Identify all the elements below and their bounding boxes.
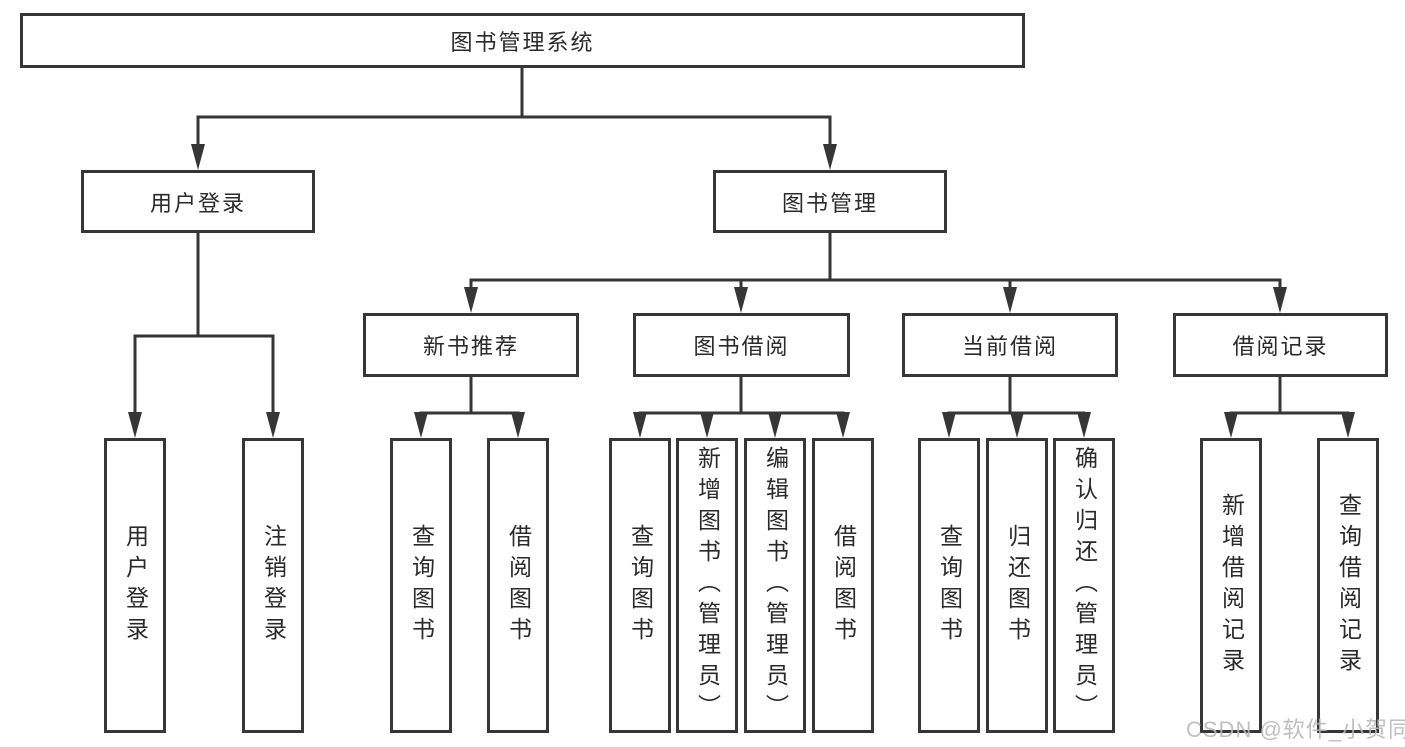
node-user-login: 用户登录 (81, 170, 315, 233)
node-borrow-books-leaf: 借阅图书 (812, 438, 874, 733)
node-query-borrow-record: 查询借阅记录 (1317, 438, 1379, 733)
node-label: 归还图书 (1004, 523, 1031, 648)
node-label: 确认归还（管理员） (1071, 446, 1098, 725)
csdn-watermark: CSDN @软件_小贺同学 (1186, 717, 1405, 742)
node-book-borrowing: 图书借阅 (633, 313, 850, 377)
node-borrowing-records: 借阅记录 (1173, 313, 1388, 377)
node-label: 查询图书 (627, 523, 654, 648)
node-label: 新增图书（管理员） (694, 446, 721, 725)
node-label: 查询借阅记录 (1335, 492, 1362, 679)
node-add-borrow-record: 新增借阅记录 (1200, 438, 1262, 733)
node-new-book-recommend: 新书推荐 (363, 313, 579, 377)
node-query-books-recommend: 查询图书 (390, 438, 452, 733)
node-query-books-current: 查询图书 (918, 438, 980, 733)
node-current-borrowing: 当前借阅 (902, 313, 1118, 377)
node-label: 借阅图书 (505, 523, 532, 648)
node-label: 注销登录 (260, 523, 287, 648)
node-book-management: 图书管理 (713, 170, 947, 233)
arrowheads (128, 144, 1355, 438)
node-return-books: 归还图书 (986, 438, 1048, 733)
node-label: 查询图书 (936, 523, 963, 648)
node-edit-books-admin: 编辑图书（管理员） (744, 438, 806, 733)
node-logout: 注销登录 (242, 438, 304, 733)
node-add-books-admin: 新增图书（管理员） (676, 438, 738, 733)
node-label: 新增借阅记录 (1218, 492, 1245, 679)
node-label: 用户登录 (122, 523, 149, 648)
node-borrow-books-recommend: 借阅图书 (487, 438, 549, 733)
node-query-books-borrowing: 查询图书 (609, 438, 671, 733)
node-label: 编辑图书（管理员） (762, 446, 789, 725)
node-user-login-leaf: 用户登录 (104, 438, 166, 733)
node-confirm-return-admin: 确认归还（管理员） (1053, 438, 1115, 733)
node-label: 查询图书 (408, 523, 435, 648)
node-label: 借阅图书 (830, 523, 857, 648)
node-library-management-system: 图书管理系统 (20, 13, 1025, 68)
